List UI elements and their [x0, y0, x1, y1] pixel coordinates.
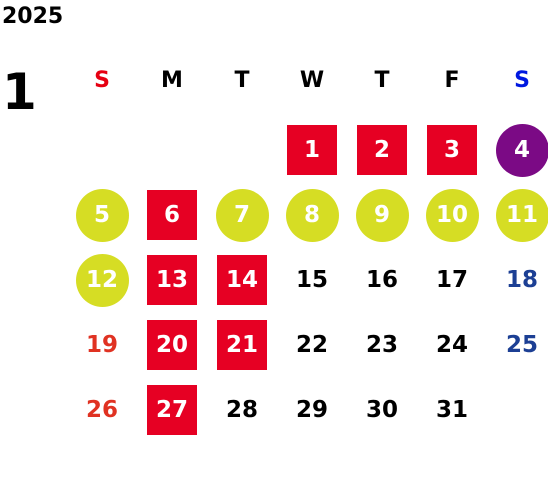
- day-cell: 18: [487, 255, 548, 305]
- day-cell: 25: [487, 320, 548, 370]
- day-cell: 12: [67, 253, 137, 307]
- day-cell: 17: [417, 255, 487, 305]
- day-cell: 14: [207, 255, 277, 305]
- day-cell: 7: [207, 188, 277, 242]
- day-number: 3: [427, 125, 477, 175]
- day-number: 17: [435, 267, 468, 293]
- weekday-header-mon: M: [161, 68, 183, 93]
- day-cell: 24: [417, 320, 487, 370]
- day-number: 20: [147, 320, 197, 370]
- day-cell: 23: [347, 320, 417, 370]
- day-number: 4: [495, 123, 548, 177]
- day-cell: 11: [487, 188, 548, 242]
- day-number: 6: [147, 190, 197, 240]
- day-number: 15: [295, 267, 328, 293]
- day-number: 23: [365, 332, 398, 358]
- day-number: 28: [225, 397, 258, 423]
- day-cell: 4: [487, 123, 548, 177]
- day-cell: 3: [417, 125, 487, 175]
- day-number: 9: [355, 188, 409, 242]
- day-cell: 29: [277, 385, 347, 435]
- day-number: 21: [217, 320, 267, 370]
- day-cell: 13: [137, 255, 207, 305]
- day-number: 1: [287, 125, 337, 175]
- day-number: 18: [505, 267, 538, 293]
- month-number: 1: [2, 63, 37, 121]
- day-number: 8: [285, 188, 339, 242]
- day-number: 29: [295, 397, 328, 423]
- day-number: 30: [365, 397, 398, 423]
- day-cell: 1: [277, 125, 347, 175]
- day-cell: 21: [207, 320, 277, 370]
- day-cell: 16: [347, 255, 417, 305]
- day-cell: 19: [67, 320, 137, 370]
- day-cell: 2: [347, 125, 417, 175]
- day-cell: 31: [417, 385, 487, 435]
- weekday-header-sat: S: [514, 68, 530, 93]
- day-number: 22: [295, 332, 328, 358]
- day-number: 26: [85, 397, 118, 423]
- day-cell: 30: [347, 385, 417, 435]
- weekday-header-fri: F: [444, 68, 460, 93]
- day-cell: 28: [207, 385, 277, 435]
- day-number: 16: [365, 267, 398, 293]
- day-number: 5: [75, 188, 129, 242]
- weekday-header-wed: W: [299, 68, 325, 93]
- day-number: 2: [357, 125, 407, 175]
- day-number: 27: [147, 385, 197, 435]
- weekday-header-thu: T: [374, 68, 390, 93]
- day-cell: 9: [347, 188, 417, 242]
- weekday-header-tue: T: [234, 68, 250, 93]
- weekday-header-sun: S: [94, 68, 110, 93]
- day-number: 31: [435, 397, 468, 423]
- day-number: 19: [85, 332, 118, 358]
- day-number: 25: [505, 332, 538, 358]
- day-cell: 27: [137, 385, 207, 435]
- day-number: 11: [495, 188, 548, 242]
- day-number: 7: [215, 188, 269, 242]
- day-number: 10: [425, 188, 479, 242]
- day-cell: 6: [137, 190, 207, 240]
- day-number: 12: [75, 253, 129, 307]
- year-label: 2025: [2, 4, 64, 29]
- day-cell: 10: [417, 188, 487, 242]
- day-cell: 22: [277, 320, 347, 370]
- day-cell: 26: [67, 385, 137, 435]
- day-number: 14: [217, 255, 267, 305]
- day-cell: 5: [67, 188, 137, 242]
- day-cell: 8: [277, 188, 347, 242]
- day-number: 24: [435, 332, 468, 358]
- day-cell: 20: [137, 320, 207, 370]
- day-cell: 15: [277, 255, 347, 305]
- day-number: 13: [147, 255, 197, 305]
